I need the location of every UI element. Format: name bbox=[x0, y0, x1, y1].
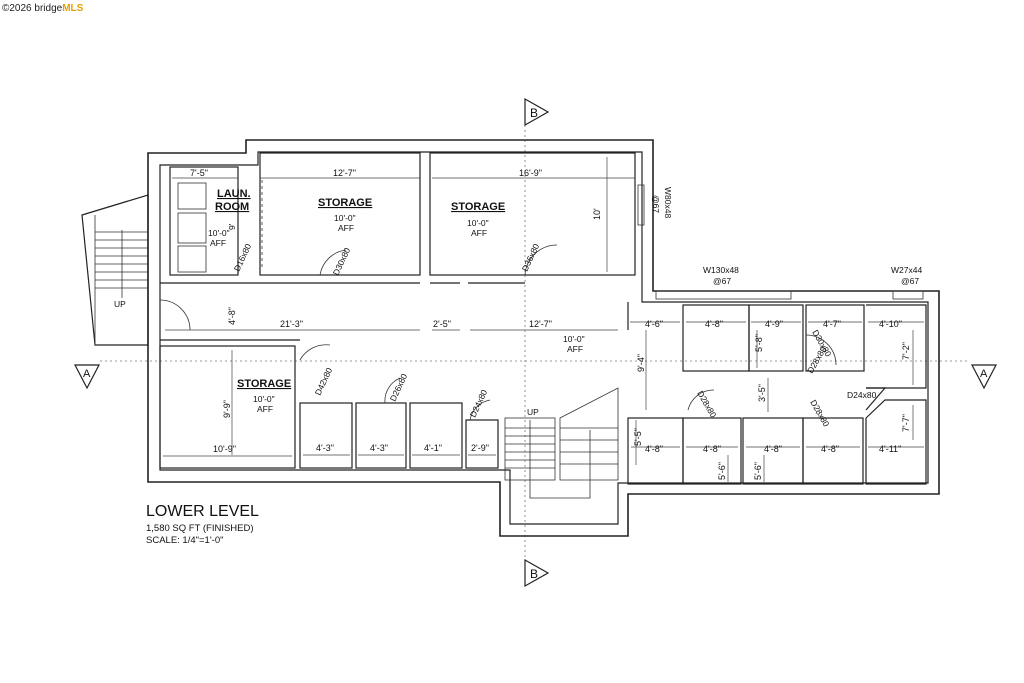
dim-5-6-b: 5'-6" bbox=[753, 462, 763, 480]
dim-closet-4-3-a: 4'-3" bbox=[316, 443, 334, 453]
dim-5-5: 5'-5" bbox=[633, 428, 643, 446]
window-w80: W80x48 bbox=[663, 187, 673, 218]
right-wing-bottom-row: 4'-8" 4'-8" 4'-8" 4'-8" 4'-11" 5'-5" 5'-… bbox=[627, 399, 927, 485]
exterior-wall-inner bbox=[159, 151, 929, 525]
dim-top-4-8: 4'-8" bbox=[705, 319, 723, 329]
dim-21-3: 21'-3" bbox=[280, 319, 303, 329]
dim-4-11: 4'-11" bbox=[879, 444, 901, 454]
dim-7-2: 7'-2" bbox=[901, 342, 911, 360]
window-w27: W27x44 bbox=[891, 265, 922, 275]
door-d36: D36x80 bbox=[520, 242, 542, 273]
plan-title: LOWER LEVEL bbox=[146, 503, 259, 520]
door-d26: D26x80 bbox=[388, 372, 410, 403]
stair-up-label-center: UP bbox=[527, 407, 539, 417]
dim-bot-4-8-a: 4'-8" bbox=[645, 444, 663, 454]
mls-logo: MLS bbox=[62, 3, 84, 14]
dim-16-9: 16'-9" bbox=[519, 168, 542, 178]
dim-laundry-9: 9' bbox=[227, 223, 237, 230]
dim-bot-4-8-c: 4'-8" bbox=[764, 444, 782, 454]
dim-4-10: 4'-10" bbox=[879, 319, 902, 329]
dim-4-9: 4'-9" bbox=[765, 319, 783, 329]
stair-up-label-left: UP bbox=[114, 299, 126, 309]
window-w130: W130x48 bbox=[703, 265, 739, 275]
window-w130-sill: @67 bbox=[713, 276, 731, 286]
storage-1-aff: AFF bbox=[338, 223, 354, 233]
door-d42: D42x80 bbox=[313, 366, 335, 397]
plan-scale: SCALE: 1/4"=1'-0" bbox=[146, 535, 223, 546]
section-marker-a-left: A bbox=[74, 364, 100, 390]
storage-room-3: STORAGE 10'-0" AFF 9'-9" 10'-9" D42x80 bbox=[159, 344, 335, 469]
dim-7-7: 7'-7" bbox=[901, 414, 911, 432]
dim-closet-4-3-b: 4'-3" bbox=[370, 443, 388, 453]
dim-12-7-top: 12'-7" bbox=[333, 168, 356, 178]
right-wing-top-row: 4'-6" 4'-8" 4'-9" 4'-7" 4'-10" 5'-8" 7'-… bbox=[627, 302, 927, 410]
door-d30-storage: D30x80 bbox=[331, 246, 353, 277]
section-marker-b-top: B bbox=[524, 97, 550, 127]
window-w80-sill: @67 bbox=[651, 195, 661, 213]
dim-closet-4-1: 4'-1" bbox=[424, 443, 442, 453]
watermark: ©2026 bridgeMLS bbox=[2, 3, 83, 14]
dim-9-4: 9'-4" bbox=[636, 354, 646, 372]
svg-text:A: A bbox=[980, 368, 988, 380]
storage-2-ceiling: 10'-0" bbox=[467, 218, 489, 228]
exterior-wall bbox=[147, 139, 940, 537]
left-stair: UP bbox=[81, 194, 149, 346]
dim-2-5: 2'-5" bbox=[433, 319, 451, 329]
dim-4-7: 4'-7" bbox=[823, 319, 841, 329]
svg-text:B: B bbox=[530, 567, 538, 581]
dim-5-8: 5'-8" bbox=[754, 334, 764, 352]
storage-3-aff: AFF bbox=[257, 404, 273, 414]
window-w27-sill: @67 bbox=[901, 276, 919, 286]
plan-area: 1,580 SQ FT (FINISHED) bbox=[146, 523, 254, 534]
storage-1-label: STORAGE bbox=[318, 197, 372, 209]
dim-3-5: 3'-5" bbox=[757, 384, 767, 402]
door-d24-closet: D24x80 bbox=[468, 388, 490, 419]
storage-1-ceiling: 10'-0" bbox=[334, 213, 356, 223]
closet-row: 4'-3" 4'-3" 4'-1" 2'-9" D26x80 D24x80 bbox=[299, 372, 499, 469]
storage-3-label: STORAGE bbox=[237, 378, 291, 390]
dim-5-6-a: 5'-6" bbox=[717, 462, 727, 480]
door-d28-a: D28x80 bbox=[695, 389, 718, 420]
svg-text:A: A bbox=[83, 368, 91, 380]
hall-aff: AFF bbox=[567, 344, 583, 354]
dim-bot-4-8-b: 4'-8" bbox=[703, 444, 721, 454]
laundry-room: LAUN. ROOM 10'-0" AFF 9' D16x80 bbox=[169, 166, 254, 276]
dim-10-9: 10'-9" bbox=[213, 444, 236, 454]
dim-10: 10' bbox=[592, 208, 602, 220]
dim-hall-4-8: 4'-8" bbox=[227, 307, 237, 325]
section-marker-b-bottom: B bbox=[524, 558, 550, 588]
dim-4-6: 4'-6" bbox=[645, 319, 663, 329]
svg-text:B: B bbox=[530, 106, 538, 120]
dim-9-9: 9'-9" bbox=[222, 400, 232, 418]
watermark-text: ©2026 bridge bbox=[2, 3, 63, 14]
hall-ceiling: 10'-0" bbox=[563, 334, 585, 344]
dim-7-5: 7'-5" bbox=[190, 168, 208, 178]
center-stair: UP bbox=[504, 387, 619, 499]
door-d16: D16x80 bbox=[232, 242, 254, 273]
dim-bot-4-8-d: 4'-8" bbox=[821, 444, 839, 454]
right-wing-middle: 3'-5" D28x80 D28x80 D28x80 D24x80 bbox=[687, 344, 887, 429]
section-marker-a-right: A bbox=[971, 364, 997, 390]
laundry-aff: AFF bbox=[210, 238, 226, 248]
dim-closet-2-9: 2'-9" bbox=[471, 443, 489, 453]
laundry-ceiling: 10'-0" bbox=[208, 228, 230, 238]
storage-2-label: STORAGE bbox=[451, 201, 505, 213]
storage-room-2: 10' STORAGE 10'-0" AFF D36x80 W80x48 @67 bbox=[429, 152, 673, 276]
storage-2-aff: AFF bbox=[471, 228, 487, 238]
door-d24-right: D24x80 bbox=[847, 390, 877, 400]
storage-3-ceiling: 10'-0" bbox=[253, 394, 275, 404]
dim-12-7-hall: 12'-7" bbox=[529, 319, 552, 329]
laundry-label-1: LAUN. bbox=[217, 188, 251, 200]
laundry-label-2: ROOM bbox=[215, 201, 249, 213]
door-d28-c: D28x80 bbox=[808, 398, 831, 429]
